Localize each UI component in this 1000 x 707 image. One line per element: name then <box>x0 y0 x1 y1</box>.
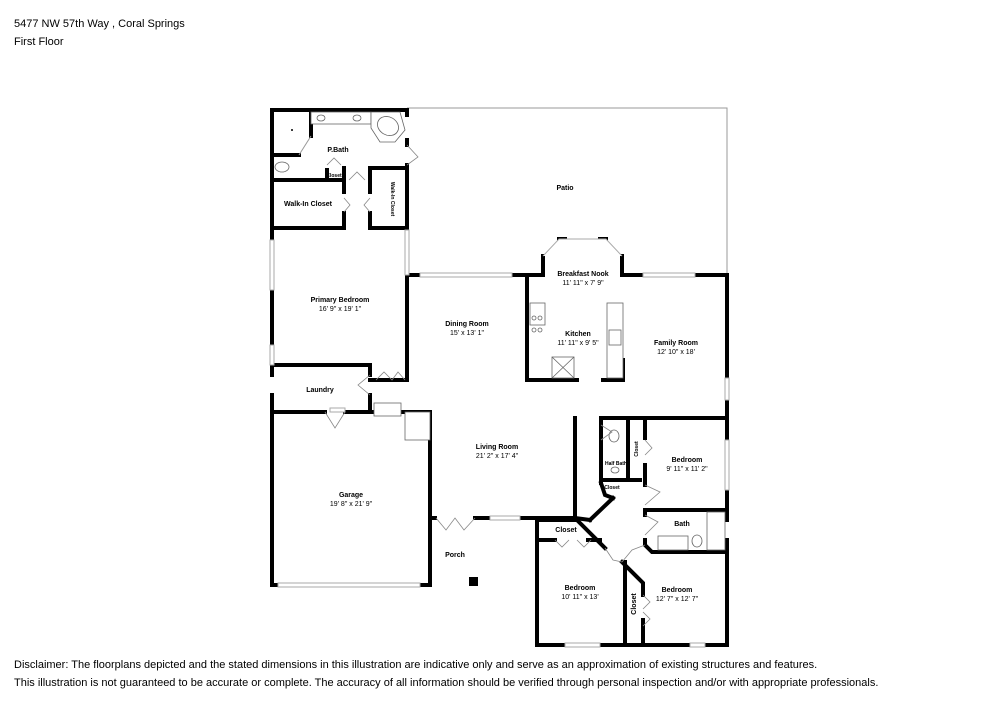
room-dims-breakfast-nook: 11' 11" x 7' 9" <box>562 280 604 287</box>
doors <box>324 144 661 627</box>
room-label-bedroom-1: Bedroom <box>672 457 703 464</box>
room-dims-dining-room: 15' x 13' 1" <box>450 330 484 337</box>
room-dims-bedroom-3: 12' 7" x 12' 7" <box>656 596 699 603</box>
room-label-bedroom-3: Bedroom <box>662 587 693 594</box>
room-label-bath: Bath <box>674 521 690 528</box>
disclaimer: Disclaimer: The floorplans depicted and … <box>14 656 878 692</box>
room-label-primary-bedroom: Primary Bedroom <box>311 297 370 304</box>
room-label-family-room: Family Room <box>654 340 698 347</box>
room-label-living-room: Living Room <box>476 444 518 451</box>
room-label-kitchen: Kitchen <box>565 331 591 338</box>
room-label-half-bath: Half Bath <box>605 461 627 467</box>
room-label-patio: Patio <box>556 185 573 192</box>
room-label-dining-room: Dining Room <box>445 321 489 328</box>
patio-outline <box>407 107 728 275</box>
room-label-pbath: P.Bath <box>327 147 348 154</box>
property-address: 5477 NW 57th Way , Coral Springs <box>14 18 185 30</box>
room-dims-family-room: 12' 10" x 18' <box>657 349 695 356</box>
room-label-closet-2: Closet <box>555 527 577 534</box>
room-label-bedroom-2: Bedroom <box>565 585 596 592</box>
room-label-bedroom-closet-1: Closet <box>634 441 640 457</box>
room-label-garage: Garage <box>339 492 363 499</box>
fixtures <box>274 111 726 551</box>
header: 5477 NW 57th Way , Coral Springs First F… <box>14 15 185 51</box>
room-label-walkin-closet-2: Walk-In Closet <box>389 182 395 217</box>
room-label-porch: Porch <box>445 552 465 559</box>
room-label-closet-3: Closet <box>631 593 638 615</box>
room-dims-garage: 19' 8" x 21' 9" <box>330 501 373 508</box>
floor-label: First Floor <box>14 36 64 48</box>
room-label-walkin-closet: Walk-In Closet <box>284 201 333 208</box>
room-dims-living-room: 21' 2" x 17' 4" <box>476 453 519 460</box>
room-labels: Patio P.Bath Closet Walk-In Closet Walk-… <box>284 147 708 615</box>
room-dims-bedroom-1: 9' 11" x 11' 2" <box>666 466 708 473</box>
room-label-breakfast-nook: Breakfast Nook <box>557 271 608 278</box>
room-dims-primary-bedroom: 16' 9" x 19' 1" <box>319 306 362 313</box>
room-label-hall-closet: Closet <box>604 485 620 491</box>
room-dims-kitchen: 11' 11" x 9' 5" <box>557 340 599 347</box>
room-label-laundry: Laundry <box>306 387 334 394</box>
walls <box>270 108 729 647</box>
windows <box>269 229 730 648</box>
room-label-pbath-closet: Closet <box>326 173 342 179</box>
room-dims-bedroom-2: 10' 11" x 13' <box>561 594 598 601</box>
disclaimer-line-1: Disclaimer: The floorplans depicted and … <box>14 659 818 671</box>
disclaimer-line-2: This illustration is not guaranteed to b… <box>14 677 879 689</box>
